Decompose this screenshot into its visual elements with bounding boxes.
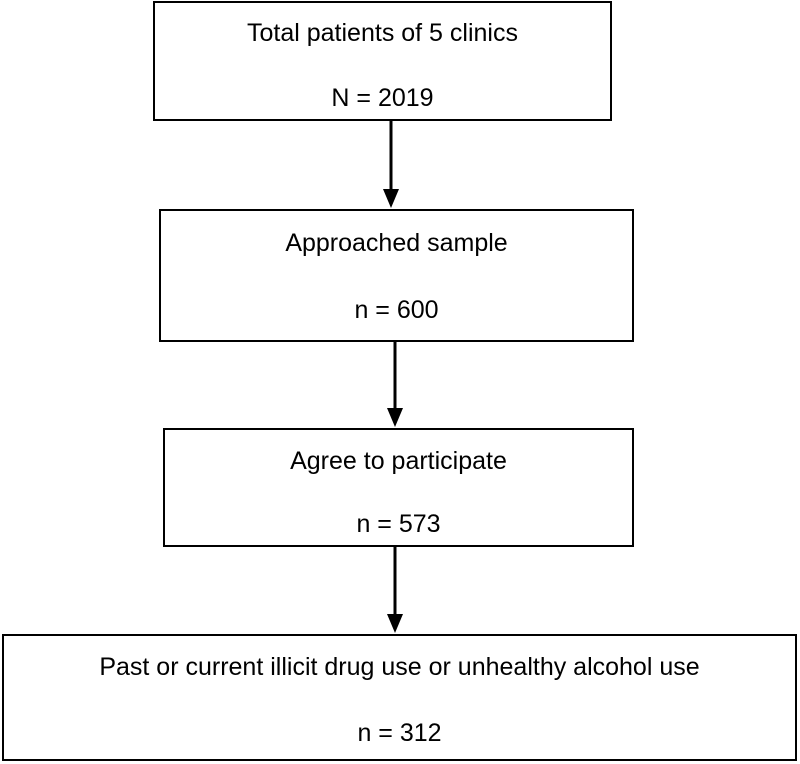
flow-box-label: Past or current illicit drug use or unhe… [99, 653, 700, 681]
flow-box-count: N = 2019 [331, 84, 434, 112]
flow-box-count: n = 600 [354, 296, 439, 324]
flow-box-count: n = 573 [356, 510, 441, 538]
flow-box-label: Approached sample [285, 229, 508, 257]
flow-box-agree-to-participate: Agree to participate n = 573 [163, 428, 634, 547]
flow-box-count: n = 312 [357, 719, 442, 747]
flow-box-approached-sample: Approached sample n = 600 [159, 209, 634, 342]
flow-arrow-1 [383, 121, 399, 208]
flow-box-substance-use: Past or current illicit drug use or unhe… [2, 634, 797, 761]
flow-arrow-3 [387, 547, 403, 633]
flow-box-total-patients: Total patients of 5 clinics N = 2019 [153, 1, 612, 121]
flow-arrow-2 [387, 342, 403, 427]
flow-box-label: Total patients of 5 clinics [247, 19, 518, 47]
flow-box-label: Agree to participate [290, 447, 507, 475]
